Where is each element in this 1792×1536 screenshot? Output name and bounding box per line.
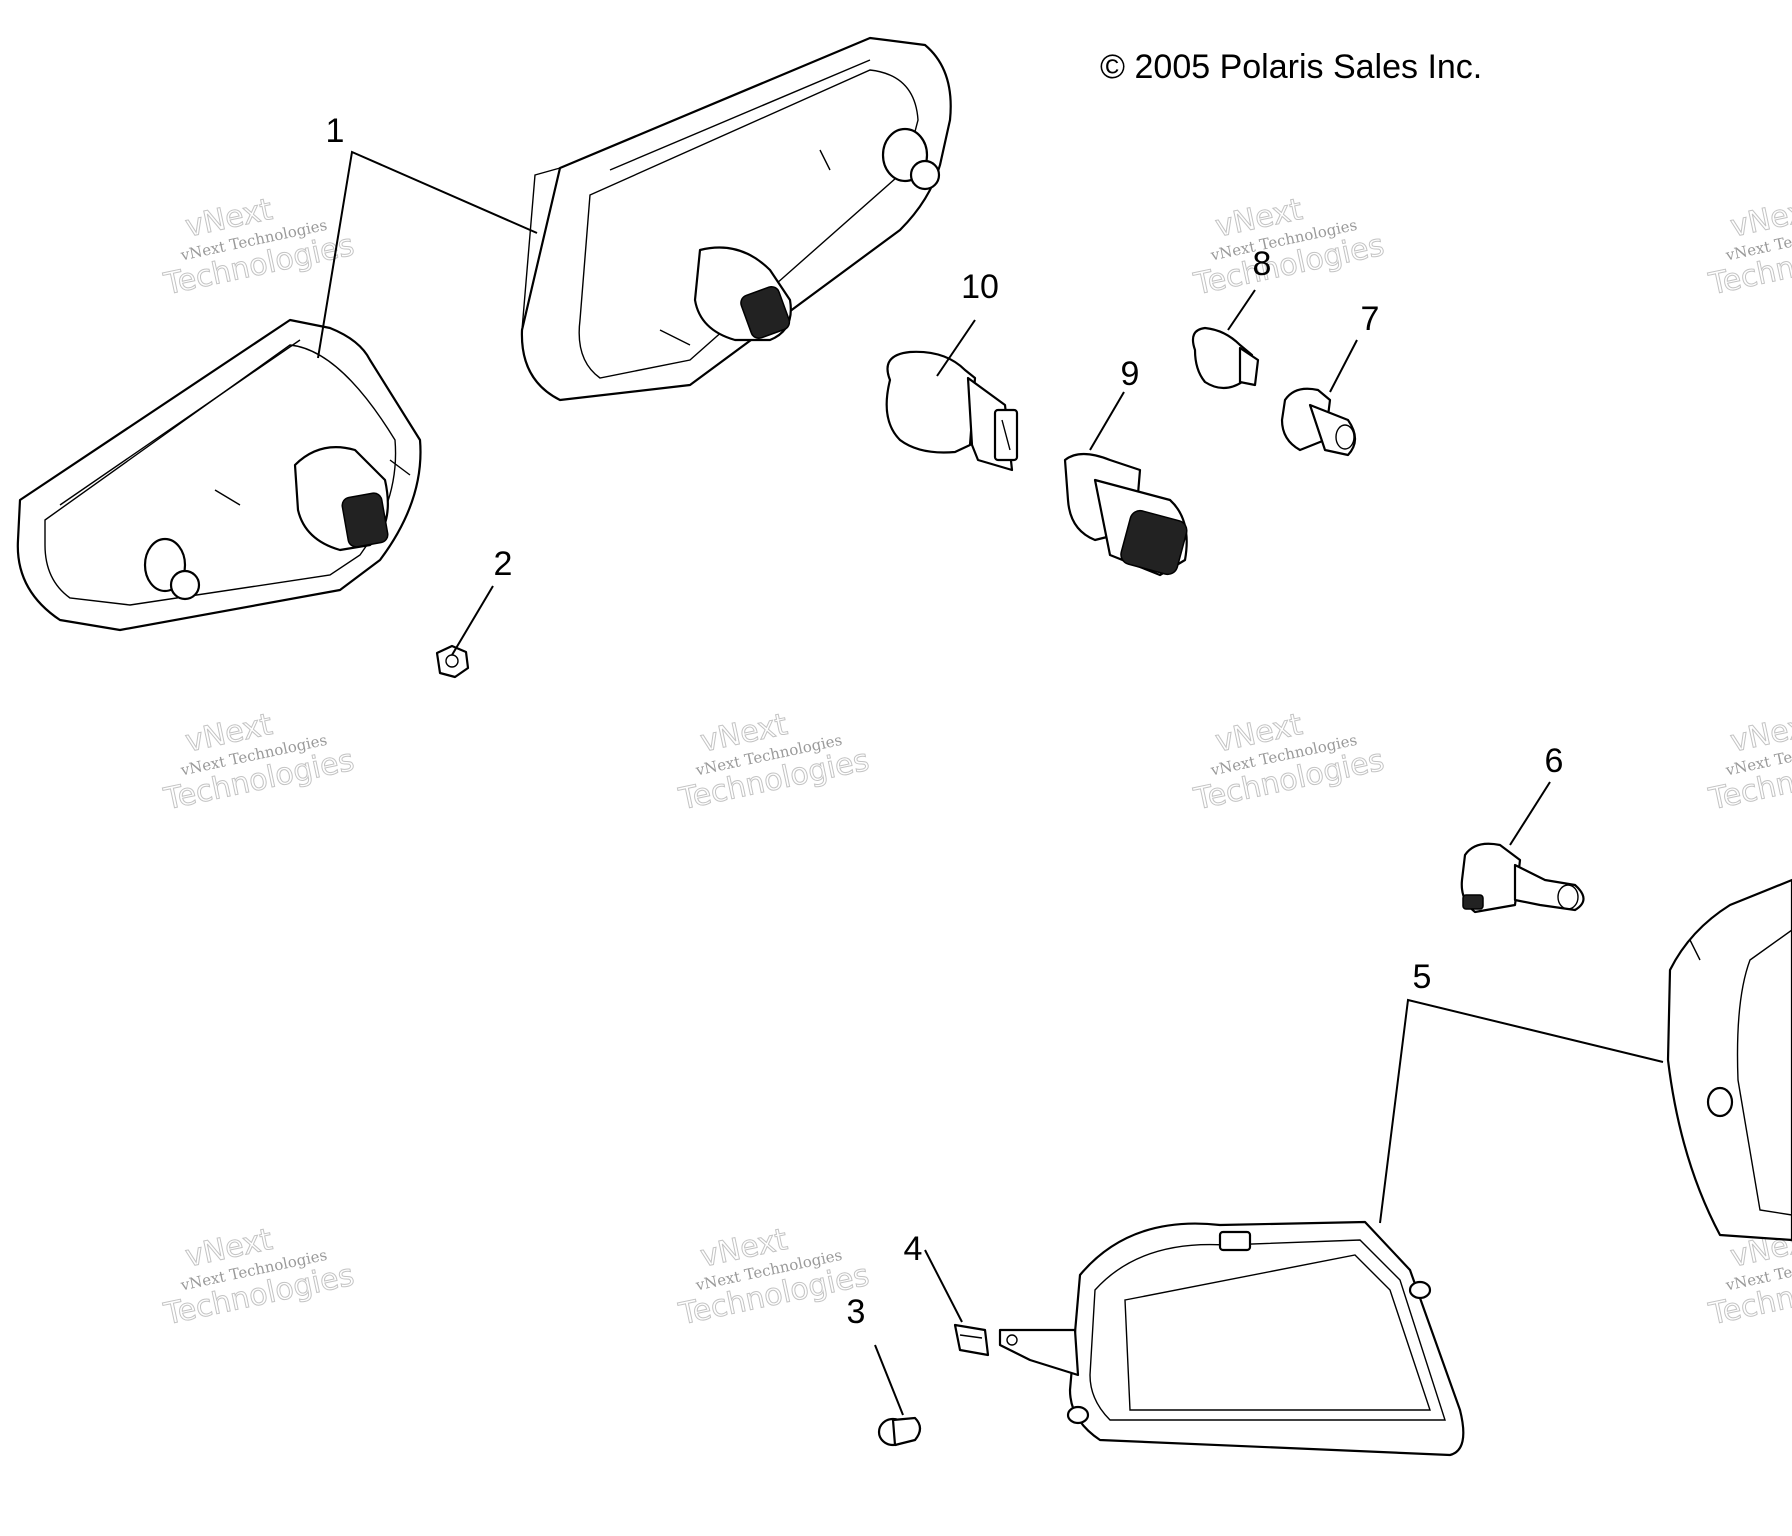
- copyright-text: © 2005 Polaris Sales Inc.: [1100, 48, 1482, 86]
- clip[interactable]: [953, 1323, 990, 1357]
- callout-1: 1: [326, 112, 345, 150]
- headlight-lower[interactable]: [998, 1220, 1465, 1457]
- leader-lines: [317, 150, 1664, 1416]
- tail-lamp-upper[interactable]: [520, 36, 952, 402]
- callout-2: 2: [494, 545, 513, 583]
- callout-7: 7: [1361, 300, 1380, 338]
- rivet[interactable]: [877, 1416, 922, 1447]
- bulb-8[interactable]: [1191, 326, 1260, 390]
- callout-9: 9: [1121, 355, 1140, 393]
- headlight-bulb-6[interactable]: [1460, 842, 1585, 914]
- socket-7[interactable]: [1280, 387, 1357, 457]
- headlight-right[interactable]: [1666, 878, 1792, 1242]
- callout-labels: 1 2 3 4 5 6 7 8 9 10: [326, 112, 1564, 1331]
- callout-3: 3: [847, 1293, 866, 1331]
- nut[interactable]: [435, 644, 470, 679]
- callout-6: 6: [1545, 742, 1564, 780]
- tail-lamp-lower[interactable]: [16, 318, 422, 632]
- callout-10: 10: [961, 268, 999, 306]
- callout-4: 4: [904, 1230, 923, 1268]
- bulb-10[interactable]: [885, 350, 1019, 472]
- socket-9[interactable]: [1063, 452, 1189, 577]
- callout-5: 5: [1413, 958, 1432, 996]
- callout-8: 8: [1253, 245, 1272, 283]
